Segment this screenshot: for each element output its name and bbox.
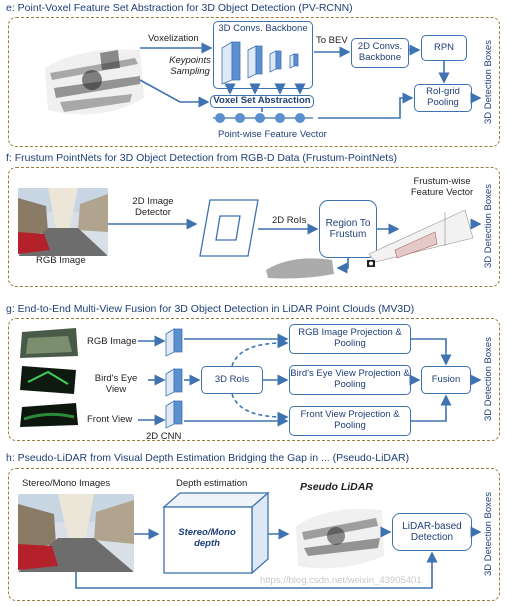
section-h-panel — [8, 468, 500, 601]
section-h-title: h: Pseudo-LiDAR from Visual Depth Estima… — [6, 452, 410, 464]
voxelization-label: Voxelization — [148, 33, 199, 44]
front-thumbnail — [20, 403, 78, 427]
frustum-vector-label: Frustum-wise Feature Vector — [410, 176, 474, 198]
pseudo-lidar-label: Pseudo LiDAR — [300, 481, 373, 493]
rgb-input-label: RGB Image — [87, 336, 137, 347]
watermark: https://blog.csdn.net/weixin_43905401 — [260, 575, 422, 586]
section-f-title: f: Frustum PointNets for 3D Object Detec… — [6, 152, 397, 164]
images-label: Stereo/Mono Images — [22, 478, 111, 489]
feature-vector-dots — [213, 113, 313, 123]
lidar-detection-box: LiDAR-based Detection — [392, 513, 472, 551]
cnn-label: 2D CNN — [146, 431, 182, 442]
conv-blocks-icon — [221, 41, 299, 85]
image-plane-icon — [199, 199, 259, 257]
rpn-box: RPN — [421, 35, 467, 61]
rgb-image-label: RGB Image — [36, 255, 86, 266]
detector-label: 2D Image Detector — [120, 196, 186, 219]
pointwise-vector-label: Point-wise Feature Vector — [218, 129, 327, 140]
frustum-point-cloud — [266, 258, 334, 279]
bev-projection-box: Bird's Eye View Projection & Pooling — [289, 365, 411, 395]
section-f-panel — [8, 167, 500, 287]
depth-estimation-label: Depth estimation — [176, 478, 248, 489]
section-e-output: 3D Detection Boxes — [483, 40, 494, 124]
section-e-panel — [8, 17, 500, 147]
front-input-label: Front View — [87, 414, 133, 425]
fusion-box: Fusion — [421, 366, 471, 394]
keypoints-label: Keypoints Sampling — [169, 55, 211, 77]
rois3d-box: 3D RoIs — [201, 366, 263, 394]
roi-grid-pooling-box: RoI-grid Pooling — [414, 84, 472, 112]
pseudo-lidar-cloud — [296, 508, 384, 569]
backbone2d-box: 2D Convs. Backbone — [351, 38, 409, 68]
section-f-output: 3D Detection Boxes — [483, 184, 494, 268]
bev-input-label: Bird's Eye View — [94, 373, 138, 395]
detector-text: 2D Image Detector — [132, 196, 174, 218]
stereo-street-image — [18, 494, 134, 572]
region-to-frustum-box: Region To Frustum — [319, 200, 377, 258]
cnn-blocks-icon — [165, 328, 183, 429]
bev-thumbnail — [20, 366, 76, 394]
point-cloud-image — [45, 49, 144, 115]
rgb-projection-box: RGB Image Projection & Pooling — [289, 324, 411, 354]
backbone3d-label: 3D Convs. Backbone — [218, 23, 308, 34]
section-h-output: 3D Detection Boxes — [483, 492, 494, 576]
section-g-panel — [8, 318, 500, 441]
voxel-set-abstraction-box: Voxel Set Abstraction — [210, 95, 314, 108]
frustum-diagram — [367, 209, 474, 267]
rgb-street-image — [18, 188, 108, 256]
to-bev-label: To BEV — [316, 35, 348, 46]
rois-label: 2D RoIs — [272, 215, 307, 226]
section-g-output: 3D Detection Boxes — [483, 337, 494, 421]
rgb-thumbnail — [20, 328, 78, 358]
section-g-title: g: End-to-End Multi-View Fusion for 3D O… — [6, 303, 415, 315]
section-e-title: e: Point-Voxel Feature Set Abstraction f… — [6, 2, 353, 14]
depth-box-label: Stereo/Mono depth — [178, 527, 236, 549]
front-projection-box: Front View Projection & Pooling — [289, 406, 411, 436]
